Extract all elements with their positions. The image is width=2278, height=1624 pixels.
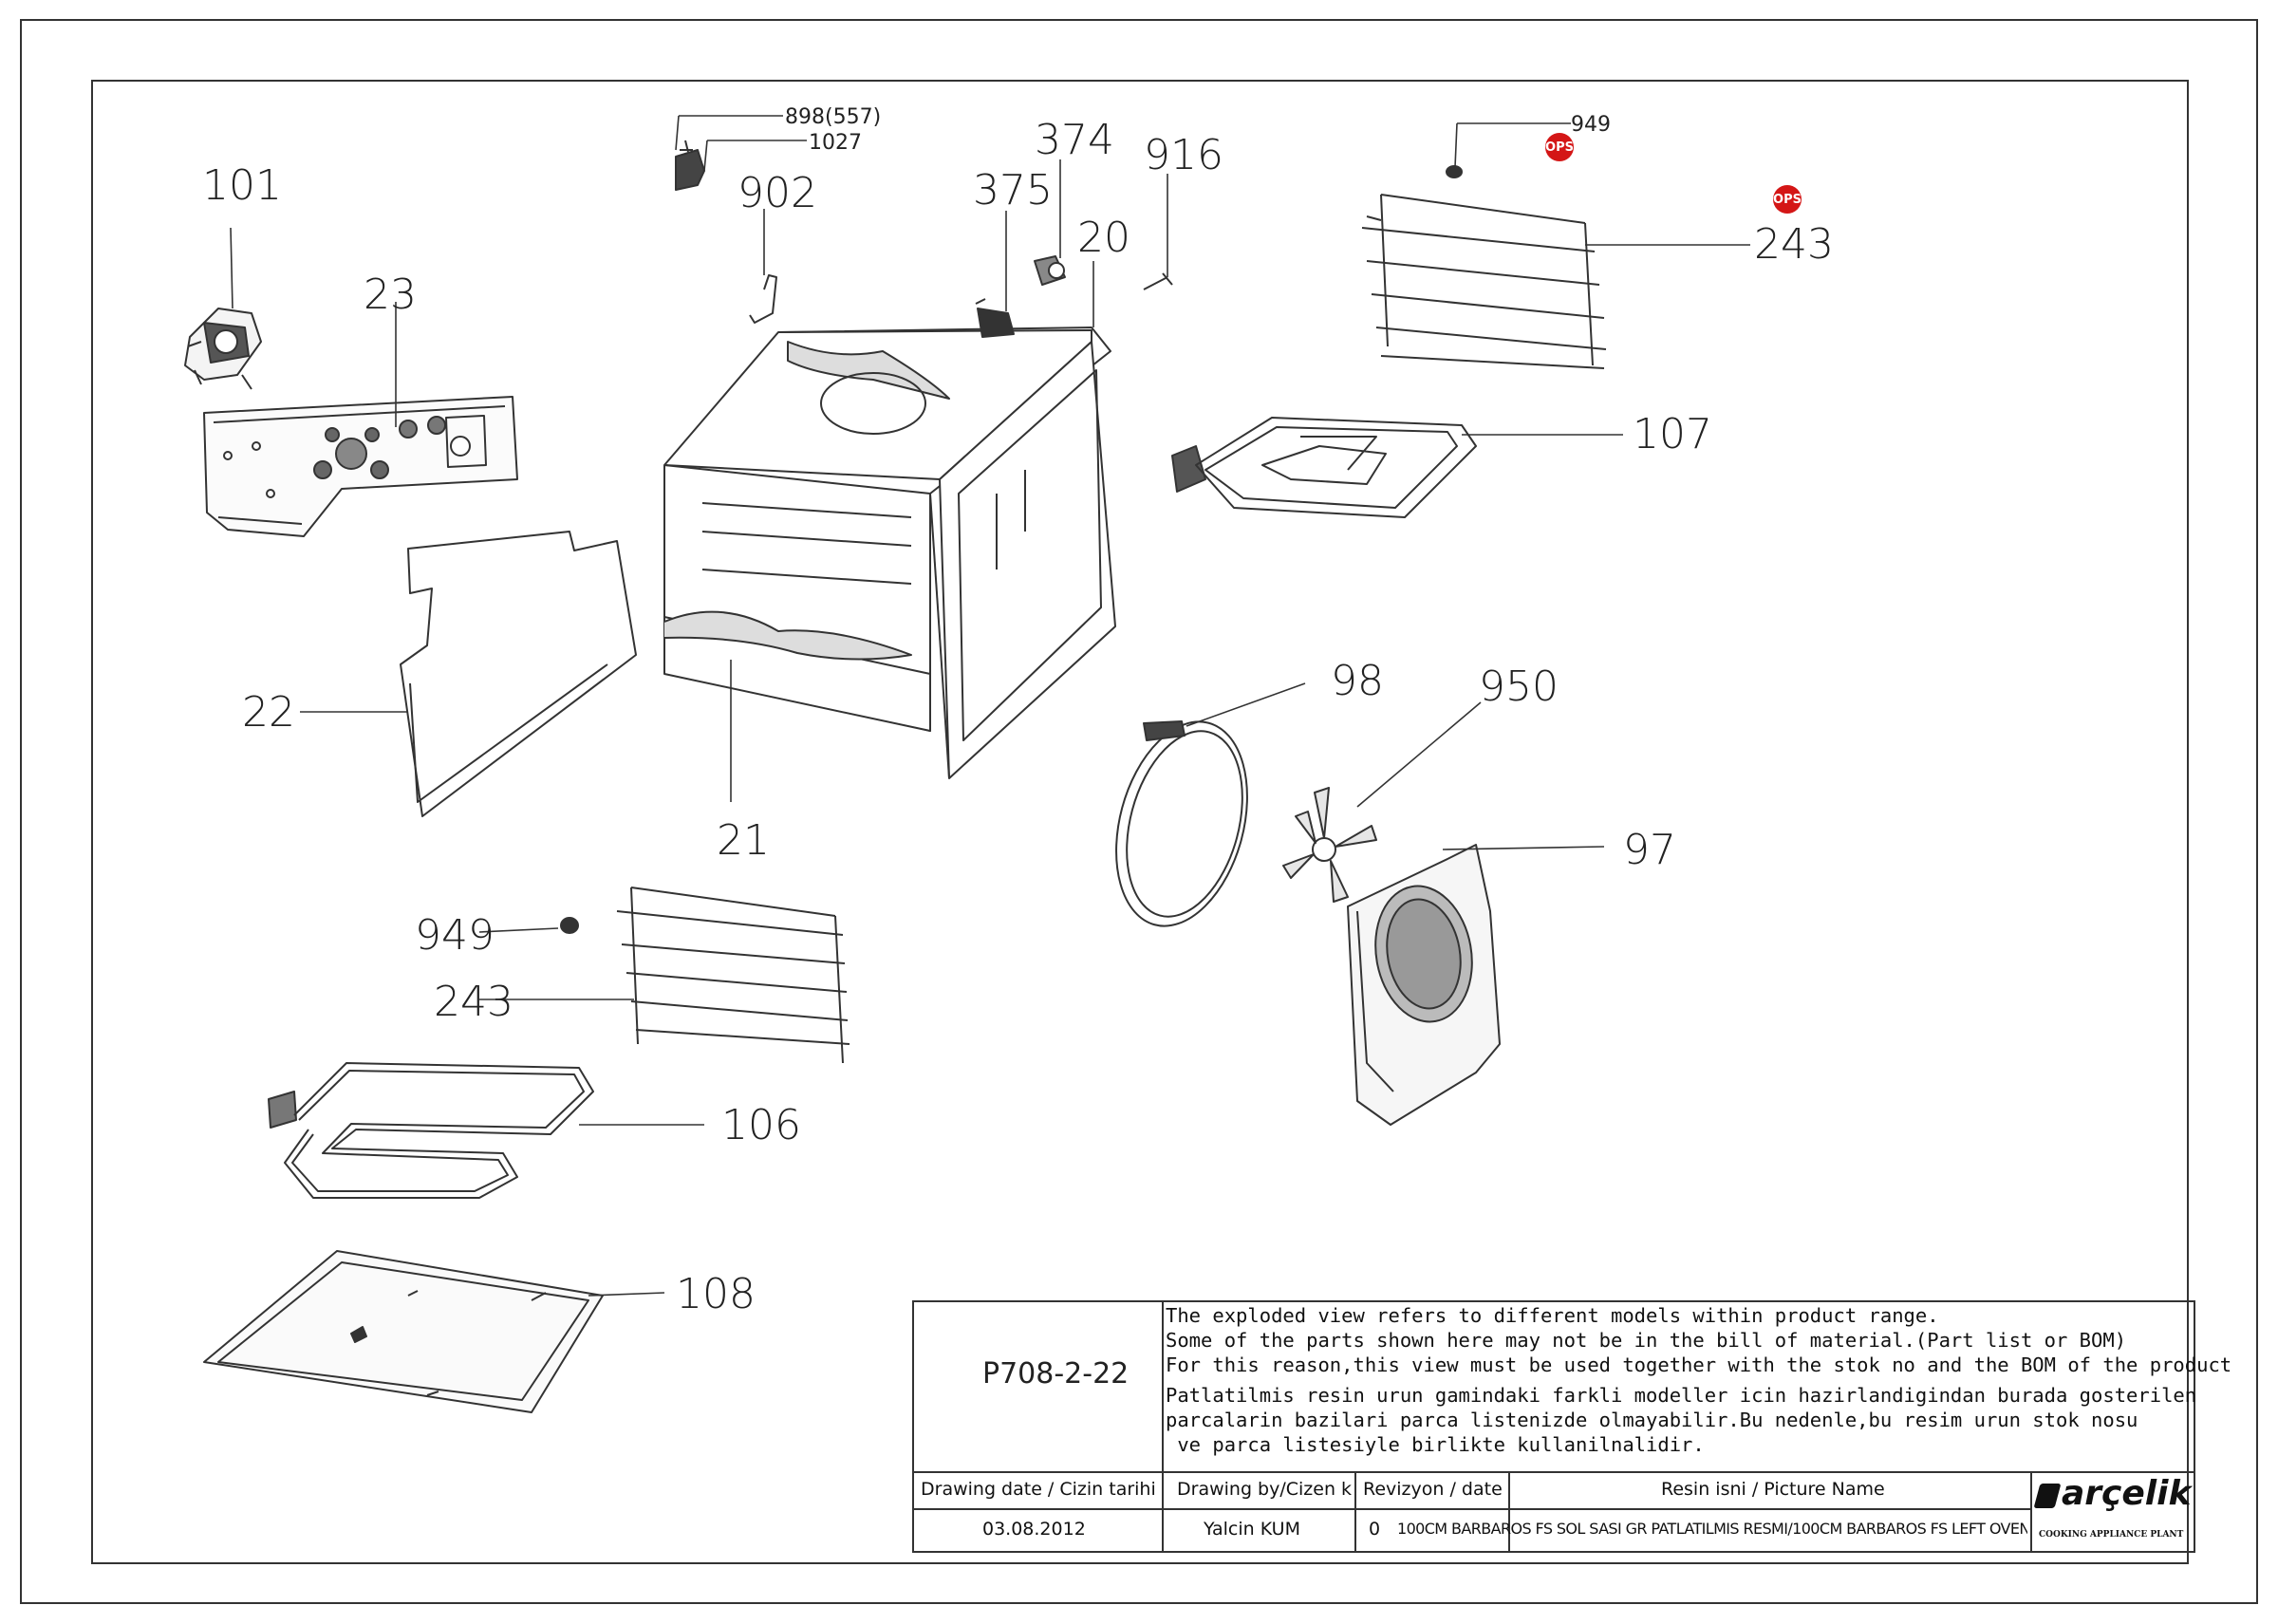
callout-97: 97	[1623, 826, 1676, 874]
drawing-frame	[91, 80, 2189, 1564]
part-949-nut	[560, 917, 579, 934]
callout-949: 949	[415, 911, 495, 960]
callout-101: 101	[202, 161, 282, 210]
value-drawing-by: Yalcin KUM	[1204, 1519, 1300, 1540]
note-english: The exploded view refers to different mo…	[1166, 1304, 2232, 1376]
part-108-bottom-plate	[203, 1250, 604, 1413]
part-22-insulation-panel	[400, 531, 637, 817]
leader-lines	[230, 115, 1750, 1297]
part-98-circular-element	[1115, 720, 1248, 927]
callout-98: 98	[1331, 657, 1384, 705]
ops-badge: OPS	[1773, 185, 1802, 214]
callout-21: 21	[717, 816, 770, 865]
part-101-control-hub	[184, 308, 262, 390]
part-23-control-plate	[203, 396, 518, 537]
drawing-number: P708-2-22	[982, 1357, 1130, 1391]
part-374-lamp	[1034, 255, 1066, 286]
outer-border	[20, 19, 2258, 1604]
callout-374: 374	[1035, 116, 1114, 164]
plant-name: COOKING APPLIANCE PLANT	[2039, 1530, 2184, 1540]
parts-drawing	[184, 115, 1750, 1413]
header-drawing-by: Drawing by/Cizen kisi	[1177, 1479, 1353, 1500]
callout-898: 898(557)	[785, 105, 881, 129]
part-243-bottom-rack	[616, 887, 850, 1064]
part-949-top-nut	[1446, 165, 1463, 178]
callout-949-top: 949	[1571, 113, 1611, 137]
callout-375: 375	[973, 166, 1053, 215]
value-picture-name: 100CM BARBAROS FS SOL SASI GR PATLATILMI…	[1397, 1520, 2027, 1538]
callout-20: 20	[1077, 214, 1130, 262]
note-turkish: Patlatilmis resin urun gamindaki farkli …	[1166, 1384, 2197, 1456]
callout-916: 916	[1144, 131, 1223, 179]
arcelik-logo: arçelik	[2062, 1474, 2192, 1513]
part-902-clip	[749, 274, 777, 324]
callout-902: 902	[738, 169, 817, 217]
header-drawing-date: Drawing date / Cizin tarihi	[921, 1479, 1156, 1500]
header-revision: Revizyon / date	[1363, 1479, 1503, 1500]
callout-107: 107	[1633, 410, 1712, 458]
part-950-fan-blade	[1282, 787, 1377, 903]
callout-106: 106	[721, 1101, 801, 1149]
callout-1027: 1027	[809, 131, 862, 155]
part-1027-lamp-bracket	[675, 140, 705, 191]
part-916-screw	[1143, 272, 1173, 290]
callout-108: 108	[676, 1270, 756, 1318]
callout-22: 22	[242, 688, 295, 737]
part-375-lamp-socket	[975, 298, 1015, 338]
part-21-oven-cavity	[663, 327, 1116, 779]
header-picture-name: Resin isni / Picture Name	[1661, 1479, 1885, 1500]
part-243-top-rack	[1361, 194, 1607, 369]
part-97-rear-fan-cover	[1347, 844, 1501, 1126]
part-107-grill-element	[1171, 417, 1477, 518]
value-revision: 0	[1369, 1519, 1381, 1540]
callout-243-top: 243	[1754, 220, 1834, 269]
value-drawing-date: 03.08.2012	[982, 1519, 1086, 1540]
part-106-bottom-heater	[268, 1062, 594, 1199]
callout-23: 23	[364, 271, 417, 319]
ops-badge: OPS	[1545, 133, 1574, 161]
callout-950: 950	[1479, 663, 1559, 711]
title-block-frame	[912, 1300, 2195, 1553]
callout-243: 243	[434, 978, 513, 1026]
